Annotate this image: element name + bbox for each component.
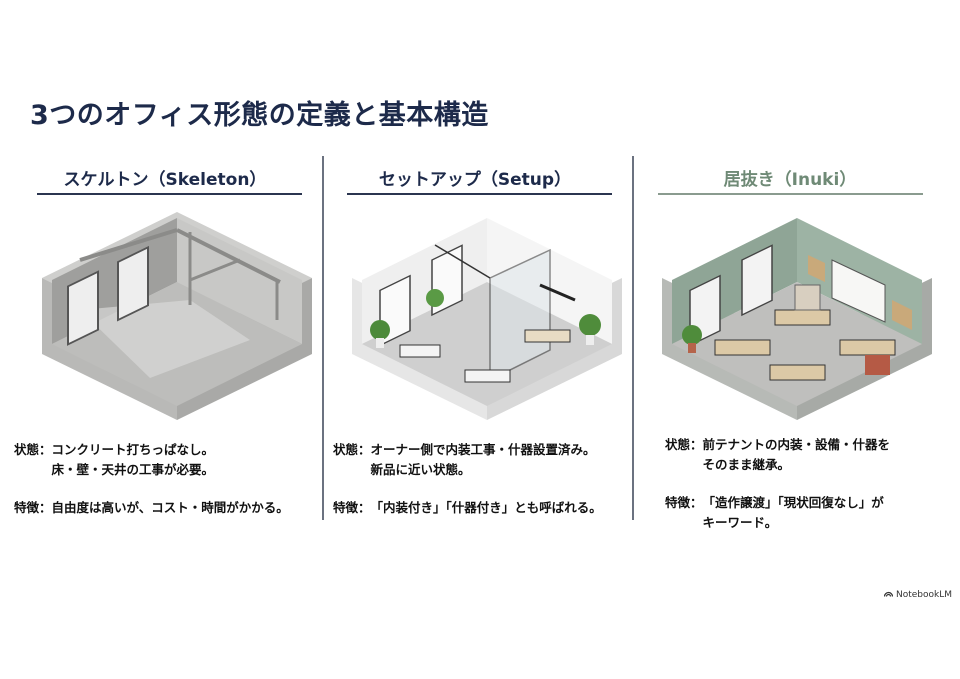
heading-rule (37, 193, 302, 195)
status-line: コンクリート打ちっぱなし。 (51, 442, 215, 457)
column-heading: スケルトン（Skeleton） (63, 170, 267, 190)
inuki-description: 状態： 前テナントの内装・設備・什器を そのまま継承。 特徴： 「造作譲渡」「現… (665, 435, 955, 533)
feature-label: 特徴： (14, 500, 52, 515)
status-line: 新品に近い状態。 (370, 462, 471, 477)
status-label: 状態： (14, 442, 52, 457)
brand-label: NotebookLM (896, 590, 953, 600)
column-heading: セットアップ（Setup） (378, 170, 572, 190)
feature-line: キーワード。 (702, 515, 778, 530)
feature-line: 自由度は高いが、コスト・時間がかかる。 (51, 500, 289, 515)
setup-office-illustration (350, 210, 625, 426)
status-label: 状態： (665, 437, 703, 452)
status-line: 前テナントの内装・設備・什器を (702, 437, 891, 452)
column-divider (322, 156, 324, 520)
status-line: そのまま継承。 (702, 457, 791, 472)
feature-label: 特徴： (333, 500, 371, 515)
status-label: 状態： (333, 442, 371, 457)
inuki-office-illustration (660, 210, 935, 426)
notebooklm-branding: NotebookLM (883, 590, 953, 600)
feature-line: 「内装付き」「什器付き」とも呼ばれる。 (370, 500, 602, 515)
heading-rule (658, 193, 923, 195)
heading-rule (347, 193, 612, 195)
setup-description: 状態： オーナー側で内装工事・什器設置済み。 新品に近い状態。 特徴： 「内装付… (333, 440, 643, 518)
notebooklm-logo-icon (883, 590, 894, 600)
status-line: オーナー側で内装工事・什器設置済み。 (370, 442, 596, 457)
feature-line: 「造作譲渡」「現状回復なし」が (702, 495, 884, 510)
slide-title: 3つのオフィス形態の定義と基本構造 (30, 100, 489, 131)
skeleton-room-illustration (40, 210, 315, 426)
column-heading: 居抜き（Inuki） (723, 170, 857, 190)
skeleton-description: 状態： コンクリート打ちっぱなし。 床・壁・天井の工事が必要。 特徴： 自由度は… (14, 440, 324, 518)
column-divider (632, 156, 634, 520)
feature-label: 特徴： (665, 495, 703, 510)
status-line: 床・壁・天井の工事が必要。 (51, 462, 215, 477)
